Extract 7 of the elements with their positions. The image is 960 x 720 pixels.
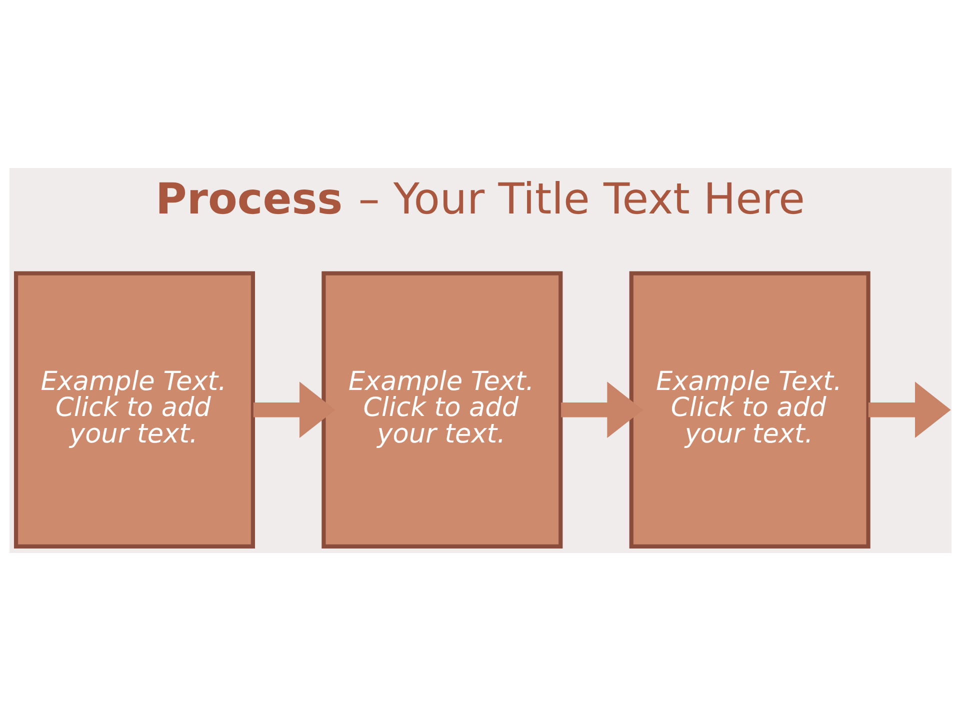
arrow	[252, 381, 335, 438]
diagram-title: Process – Your Title Text Here	[155, 174, 804, 224]
node-box: Example Text. Click to add your text.	[628, 270, 870, 548]
node-box: Example Text. Click to add your text.	[13, 270, 255, 548]
arrow	[560, 381, 642, 438]
node-box: Example Text. Click to add your text.	[321, 270, 562, 548]
arrow	[868, 381, 950, 438]
